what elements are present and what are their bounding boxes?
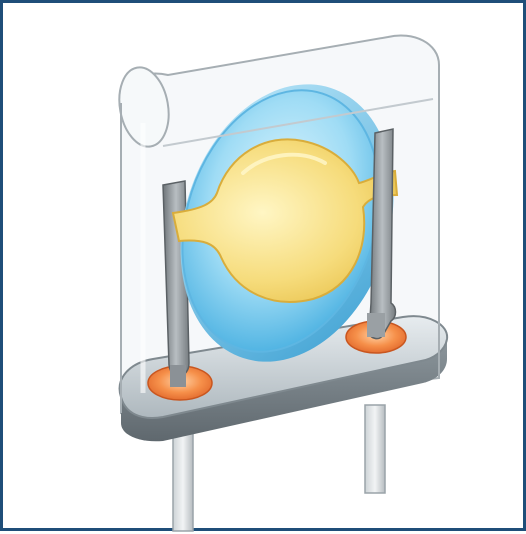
right-lead-pin [365, 405, 385, 493]
left-lead-pin [173, 433, 193, 531]
crystal-oscillator-illustration [3, 3, 526, 534]
